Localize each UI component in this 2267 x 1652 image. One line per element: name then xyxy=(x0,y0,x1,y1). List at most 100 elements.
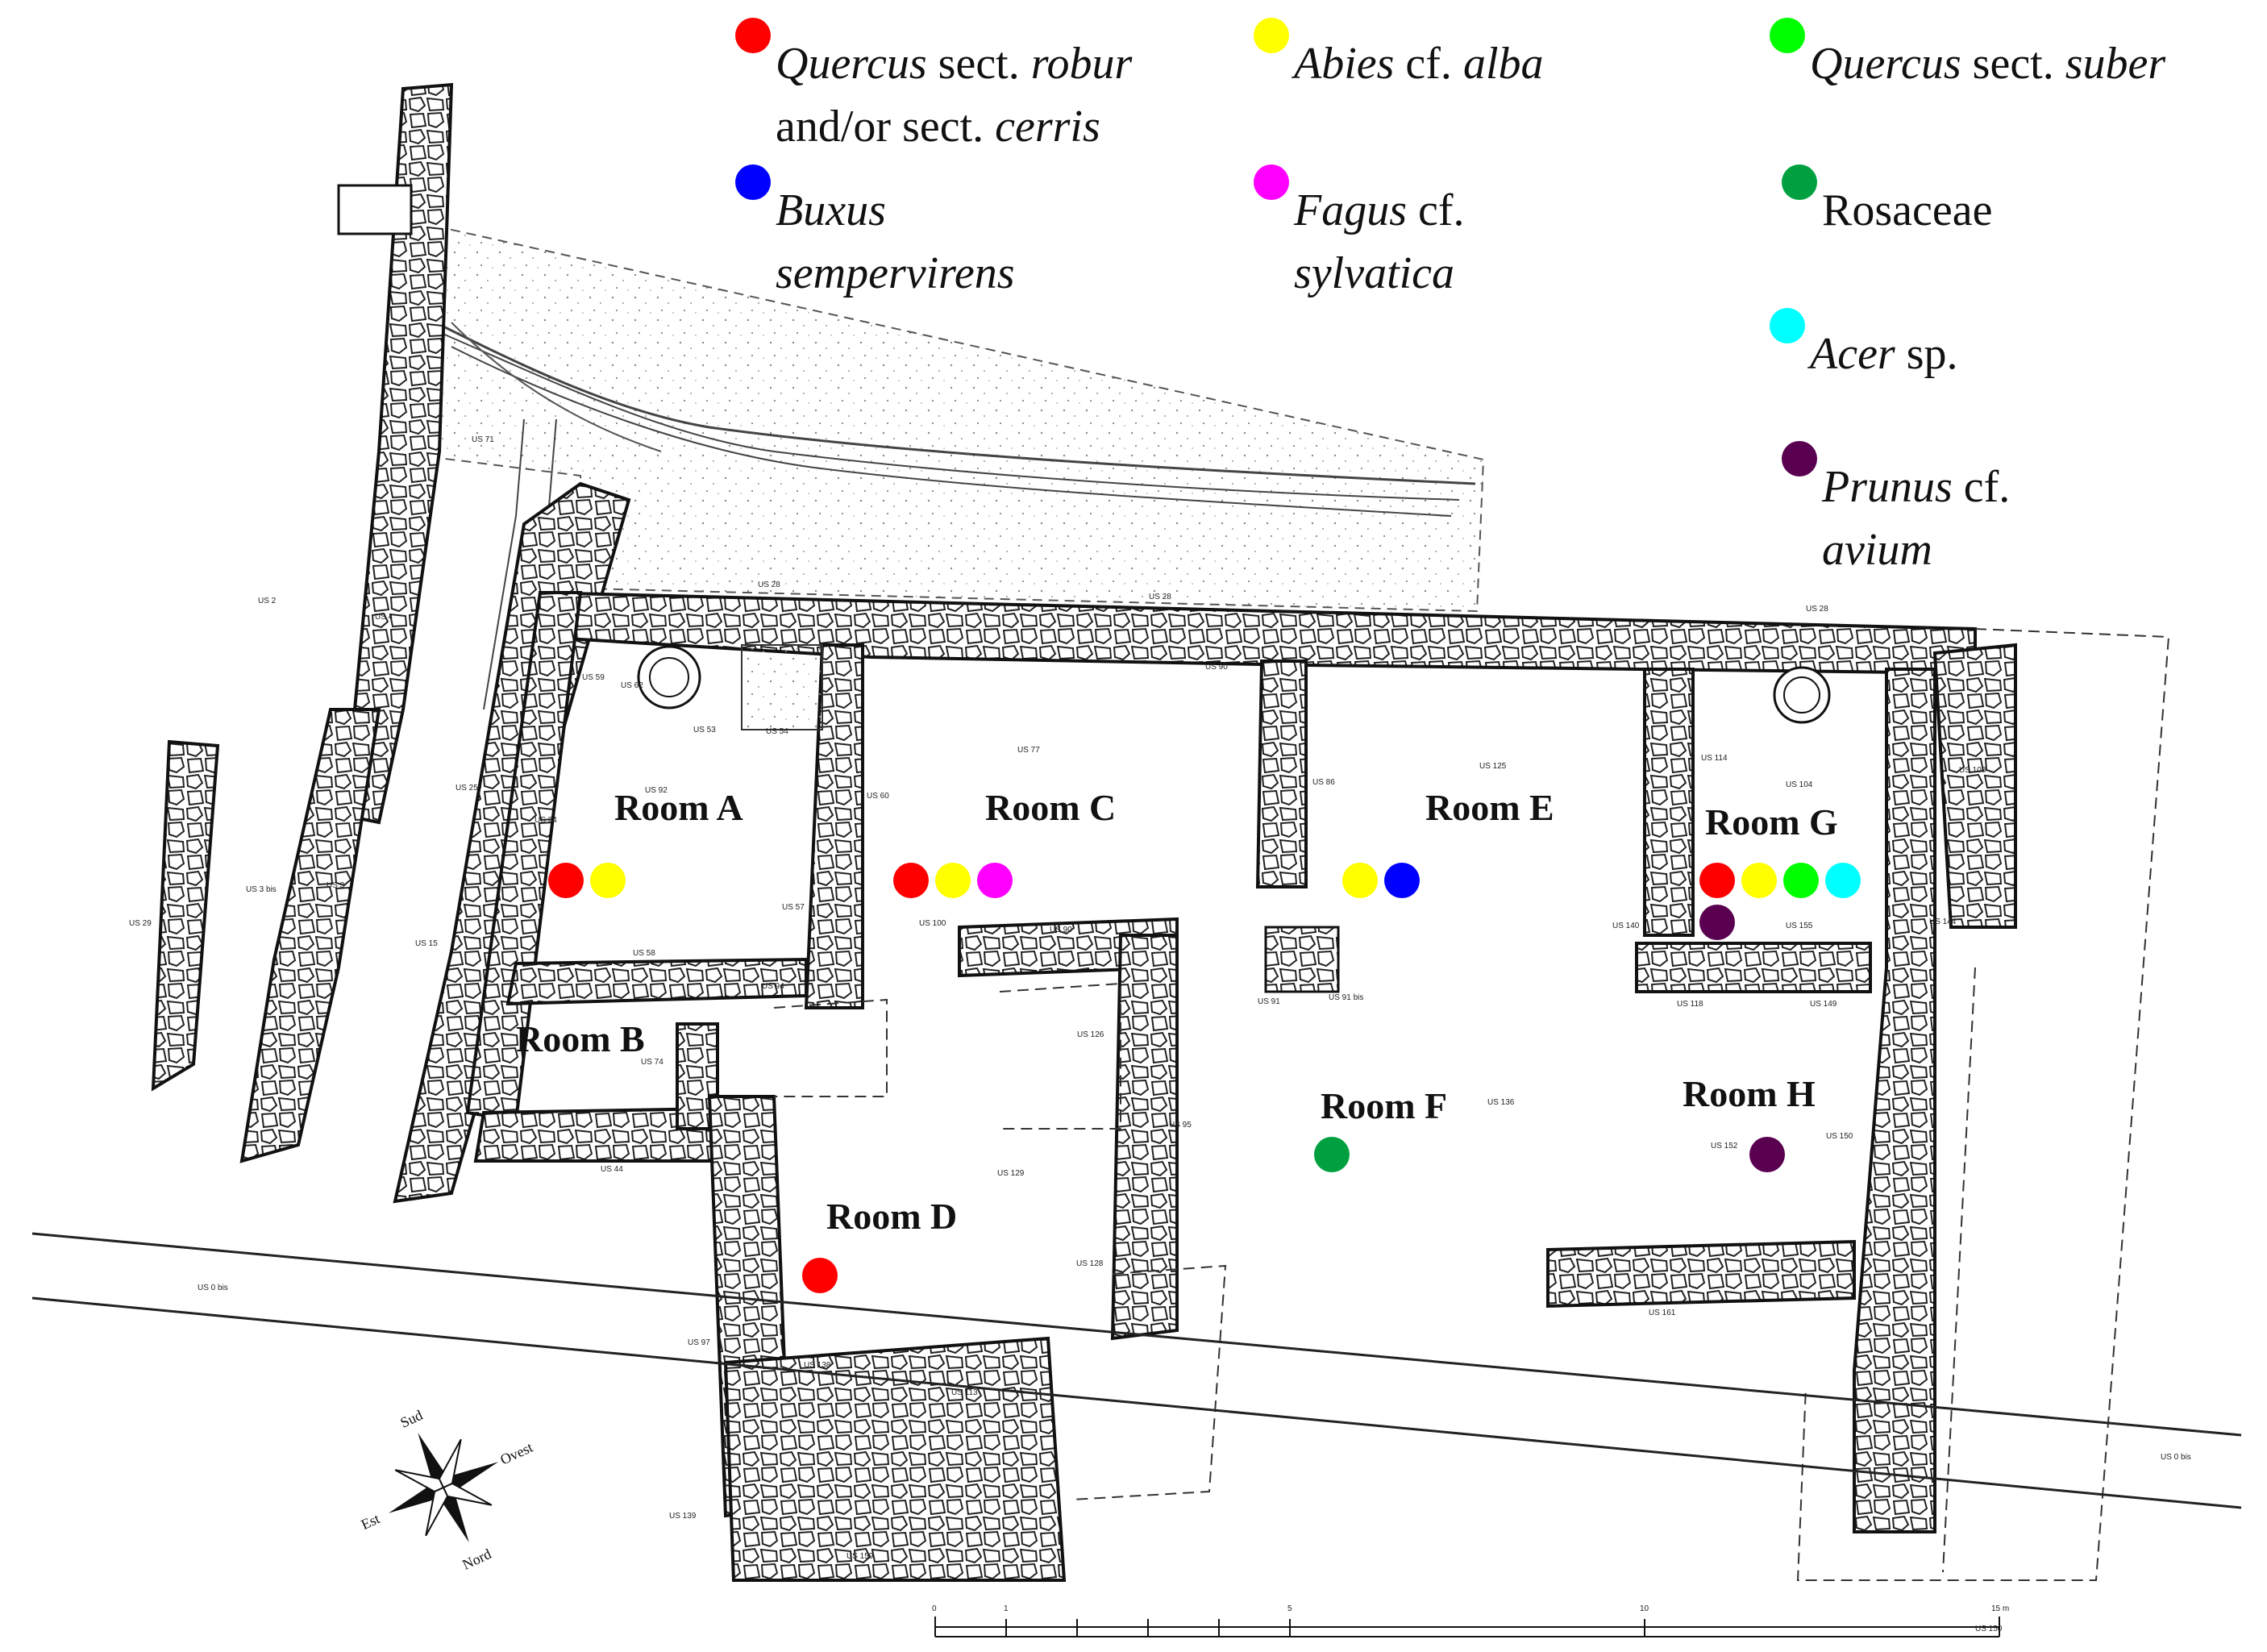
compass-west-label: Ovest xyxy=(497,1439,535,1468)
legend-text-segment: Quercus xyxy=(1810,39,1961,89)
building-walls xyxy=(465,590,2017,1582)
us-label: US 149 xyxy=(1810,1000,1837,1009)
legend-text-segment: Quercus xyxy=(776,39,927,89)
us-label: US 129 xyxy=(997,1169,1025,1178)
us-label: US 155 xyxy=(1786,922,1813,930)
sample-dot-quercus-robur-cerris xyxy=(1699,863,1735,898)
legend-text-segment: Rosaceae xyxy=(1822,185,1993,235)
us-label: US 92 xyxy=(645,786,668,795)
legend-text-line: and/or sect. cerris xyxy=(776,95,1132,158)
sample-dot-prunus xyxy=(1699,905,1735,940)
room-label-g: Room G xyxy=(1705,801,1838,843)
us-label: US 71 xyxy=(472,435,494,444)
legend-swatch-acer xyxy=(1770,308,1805,343)
legend-swatch-buxus xyxy=(735,164,771,200)
us-label: US 0 bis xyxy=(198,1284,228,1292)
us-label: US 113 xyxy=(951,1388,978,1397)
legend-item-fagus: Fagus cf. sylvatica xyxy=(1254,164,1465,305)
us-label: US 28 xyxy=(758,580,780,589)
stippled-yard-area xyxy=(385,221,1485,710)
sample-dot-abies-alba xyxy=(590,863,626,898)
room-label-c: Room C xyxy=(985,787,1117,828)
road-lines xyxy=(31,1232,2242,1509)
legend-text-segment: Buxus xyxy=(776,185,886,235)
us-label: US 138 xyxy=(804,1361,831,1370)
us-label: US 24 xyxy=(535,816,557,825)
legend-text-line: sylvatica xyxy=(1294,242,1465,305)
us-label: US 94 xyxy=(762,982,784,991)
legend-text-segment: Abies xyxy=(1294,39,1395,89)
legend-text-segment: and/or sect. xyxy=(776,102,996,152)
us-label: US 104 xyxy=(1786,780,1813,789)
us-label: US 108 xyxy=(1959,766,1986,775)
us-label: US 28 xyxy=(1149,593,1171,601)
us-label: US 57 xyxy=(782,903,805,912)
legend-text-line: Rosaceae xyxy=(1822,179,1992,242)
legend-text-segment: robur xyxy=(1030,39,1133,89)
legend-text-segment: cf. xyxy=(1407,185,1465,235)
us-label: US 54 xyxy=(766,727,788,736)
legend-swatch-rosaceae xyxy=(1782,164,1817,200)
sample-dot-buxus xyxy=(1384,863,1420,898)
us-label: US 77 xyxy=(1017,746,1040,755)
us-label: US 159 xyxy=(846,1552,874,1561)
room-label-b: Room B xyxy=(516,1018,645,1059)
legend-item-quercus-suber: Quercus sect. suber xyxy=(1770,18,2165,95)
us-label: US 139 xyxy=(669,1512,697,1521)
legend-text-segment: Acer xyxy=(1810,329,1895,379)
us-label: US 3 bis xyxy=(246,885,277,894)
compass-south-label: Sud xyxy=(397,1407,425,1431)
scale-bar xyxy=(934,1617,2000,1637)
sample-dot-prunus xyxy=(1749,1137,1785,1172)
legend-item-rosaceae: Rosaceae xyxy=(1782,164,1992,242)
legend-text-line: Quercus sect. suber xyxy=(1810,32,2165,95)
us-label: US 2 xyxy=(258,597,277,605)
compass-east-label: Est xyxy=(359,1510,382,1533)
legend-swatch-quercus-suber xyxy=(1770,18,1805,53)
legend-item-prunus: Prunus cf.avium xyxy=(1782,441,2010,581)
room-label-h: Room H xyxy=(1683,1073,1816,1114)
legend-text-segment: sylvatica xyxy=(1294,248,1455,298)
sample-dot-abies-alba xyxy=(935,863,971,898)
sample-dot-abies-alba xyxy=(1342,863,1378,898)
us-label: US 144 xyxy=(1929,918,1957,926)
sample-dot-fagus xyxy=(977,863,1013,898)
legend-text-segment: sp. xyxy=(1895,329,1958,379)
dashed-outlines xyxy=(773,628,2170,1581)
us-label: US 44 xyxy=(601,1165,623,1174)
us-label: US 59 xyxy=(582,673,605,682)
compass-north-label: Nord xyxy=(460,1546,493,1573)
sample-dot-quercus-robur-cerris xyxy=(548,863,584,898)
us-label: US 15 xyxy=(415,939,438,948)
scale-label-0: 0 xyxy=(932,1604,937,1613)
legend-text-segment: cf. xyxy=(1394,39,1463,89)
room-label-a: Room A xyxy=(614,787,743,828)
legend-item-acer: Acer sp. xyxy=(1770,308,1958,385)
us-label: US 126 xyxy=(1077,1030,1104,1039)
room-label-f: Room F xyxy=(1321,1085,1448,1126)
legend-text-line: sempervirens xyxy=(776,242,1015,305)
us-label: US 128 xyxy=(1076,1259,1104,1268)
legend-item-buxus: Buxus sempervirens xyxy=(735,164,1015,305)
us-label: US 97 xyxy=(688,1338,710,1347)
legend-text-segment: sect. xyxy=(926,39,1031,89)
legend-swatch-fagus xyxy=(1254,164,1289,200)
legend-text-line: Quercus sect. robur xyxy=(776,32,1132,95)
legend-swatch-abies-alba xyxy=(1254,18,1289,53)
us-label: US 140 xyxy=(1612,922,1640,930)
sample-dot-acer xyxy=(1825,863,1861,898)
legend-text-segment: sect. xyxy=(1961,39,2065,89)
legend-text-segment: Fagus xyxy=(1294,185,1407,235)
us-label: US 125 xyxy=(1479,762,1507,771)
legend-text-segment: alba xyxy=(1462,39,1544,89)
legend-text-segment: suber xyxy=(2065,39,2166,89)
legend-text-line: Prunus cf. xyxy=(1822,456,2010,518)
us-label: US 58 xyxy=(633,949,655,958)
us-label: US 29 xyxy=(129,919,152,928)
us-label: US 60 xyxy=(867,792,889,801)
legend-swatch-quercus-robur-cerris xyxy=(735,18,771,53)
us-label: US 4 xyxy=(375,613,393,622)
legend-text-line: avium xyxy=(1822,518,2010,581)
legend-text-line: Abies cf. alba xyxy=(1294,32,1544,95)
